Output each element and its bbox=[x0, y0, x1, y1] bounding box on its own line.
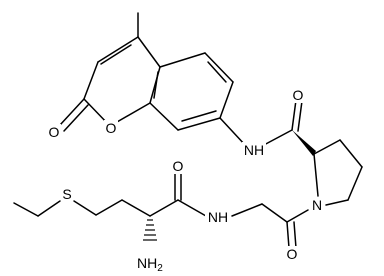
anilide-linkage bbox=[219, 99, 303, 147]
atom-nh-anilide: NH bbox=[244, 142, 264, 158]
atom-nh-amide: NH bbox=[208, 209, 228, 225]
atom-o-ring: O bbox=[106, 120, 117, 136]
atom-labels: O O NH O N O NH O S NH2 bbox=[47, 87, 324, 274]
coumarin-ring-system bbox=[59, 12, 234, 132]
atom-nh2-amine: NH2 bbox=[137, 255, 163, 274]
pyrrolidine-ring bbox=[231, 130, 363, 249]
atom-n-proline: N bbox=[312, 197, 322, 213]
atom-o-methionine-carbonyl: O bbox=[173, 158, 184, 174]
atom-o-glycine-carbonyl: O bbox=[287, 246, 298, 262]
atom-o-proline-carbonyl: O bbox=[293, 87, 304, 103]
methionine-residue bbox=[13, 172, 207, 241]
atom-o-lactone-carbonyl: O bbox=[49, 124, 60, 140]
atom-s-thioether: S bbox=[62, 186, 71, 202]
